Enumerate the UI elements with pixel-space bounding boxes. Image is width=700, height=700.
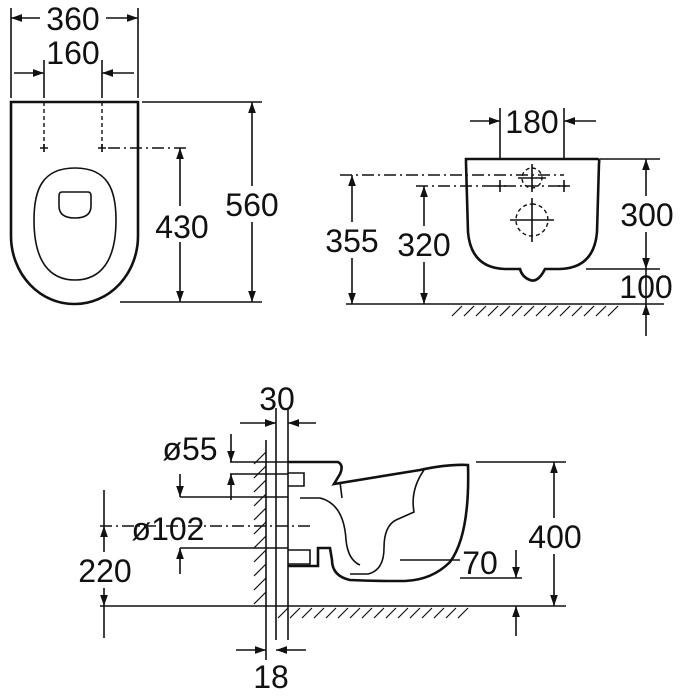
dim-top-fixing-to-front: 430 bbox=[155, 209, 208, 245]
dim-side-outlet-height: 220 bbox=[78, 553, 131, 589]
side-wall-hatch bbox=[253, 451, 267, 605]
front-inlet-crosshair bbox=[518, 164, 546, 192]
front-outlet-circle bbox=[515, 203, 549, 237]
dim-front-height: 300 bbox=[620, 197, 673, 233]
top-right-fixing-mark bbox=[98, 144, 106, 152]
dim-front-fixing-spacing: 180 bbox=[505, 104, 558, 140]
dim-side-rim-offset: 70 bbox=[462, 545, 498, 581]
dim-side-inlet-diameter: ø55 bbox=[162, 431, 217, 467]
front-outlet-crosshair bbox=[510, 198, 554, 242]
side-inlet-pipe bbox=[288, 472, 305, 487]
dim-front-gap-to-floor: 100 bbox=[619, 269, 672, 305]
front-floor-hatch bbox=[451, 305, 619, 317]
dim-front-fixing-height-320: 320 bbox=[397, 227, 450, 263]
side-view: 30 ø55 ø102 220 400 70 18 bbox=[72, 381, 590, 695]
top-view-bowl-outline bbox=[9, 100, 140, 306]
dim-side-bowl-height: 400 bbox=[528, 519, 581, 555]
front-view-bowl-outline bbox=[464, 157, 601, 282]
dim-top-overall-length: 560 bbox=[225, 187, 278, 223]
top-left-fixing-mark bbox=[40, 144, 48, 152]
dim-front-fixing-height-355: 355 bbox=[325, 223, 378, 259]
dim-top-fixing-spacing: 160 bbox=[46, 35, 99, 71]
front-view: 180 355 320 300 100 bbox=[318, 104, 684, 336]
side-view-bowl-interior bbox=[350, 469, 425, 575]
top-view: 360 160 430 560 bbox=[9, 1, 286, 306]
front-inlet-circle bbox=[521, 167, 543, 189]
dim-top-overall-width: 360 bbox=[46, 1, 99, 37]
top-view-water-opening bbox=[58, 191, 92, 219]
side-outlet-pipe bbox=[288, 549, 311, 565]
side-view-trapway bbox=[300, 481, 361, 566]
top-view-seat-outline bbox=[33, 167, 117, 281]
dim-side-outlet-diameter: ø102 bbox=[132, 511, 205, 547]
side-view-bowl-outline bbox=[288, 460, 470, 583]
dim-side-wall-gap: 18 bbox=[253, 659, 289, 695]
side-floor-hatch bbox=[277, 607, 469, 619]
dim-side-frame-depth: 30 bbox=[259, 381, 295, 417]
